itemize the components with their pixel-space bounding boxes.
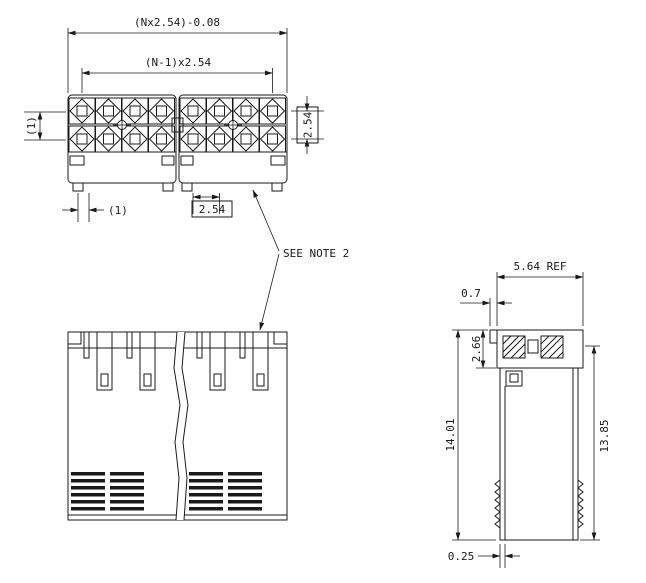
- contact-cell: [121, 97, 149, 125]
- note-label: SEE NOTE 2: [283, 247, 349, 260]
- note-callout: SEE NOTE 2: [252, 189, 349, 331]
- side-view: 5.64 REF 0.7 2.66 14.01 13.85: [444, 260, 611, 568]
- contact-cell: [95, 125, 122, 153]
- mount-tab: [162, 182, 174, 192]
- break-line: [181, 331, 189, 521]
- section-hatch: [540, 335, 564, 359]
- serration-edge: [494, 479, 501, 529]
- dim-left-ref-label: (1): [25, 116, 38, 136]
- side-lip: [489, 329, 498, 344]
- dim-width-ref-label: 5.64 REF: [514, 260, 567, 273]
- contact-cell: [121, 125, 149, 153]
- mount-tab: [72, 182, 84, 192]
- polarization-key: [171, 117, 184, 133]
- dim-row-pitch: 2.54: [291, 96, 324, 154]
- section-hatch: [502, 335, 526, 359]
- latch-slot: [252, 331, 269, 391]
- mount-tab: [271, 182, 283, 192]
- serration-panel: [110, 472, 144, 511]
- dim-top-height: 2.66: [452, 329, 496, 369]
- dim-box: [191, 200, 233, 218]
- contact-cell: [259, 97, 286, 125]
- contact-cell: [206, 125, 233, 153]
- dim-span: (N-1)x2.54: [81, 56, 273, 93]
- dim-span-label: (N-1)x2.54: [145, 56, 212, 69]
- break-line: [173, 331, 181, 521]
- contact-cell: [259, 125, 286, 153]
- dim-bottom-ref: (1): [62, 193, 128, 222]
- contact-cell: [179, 97, 207, 125]
- dim-height-right-label: 13.85: [598, 419, 611, 452]
- dim-bottom-ref-label: (1): [108, 204, 128, 217]
- side-body: [499, 367, 579, 541]
- top-view: (Nx2.54)-0.08 (N-1)x2.54 2.54 (1): [24, 16, 349, 331]
- dim-left-ref: (1): [24, 111, 66, 141]
- serration-panel: [189, 472, 223, 511]
- front-view: [67, 331, 288, 521]
- dim-lip: 0.7: [460, 287, 512, 326]
- latch-slot: [96, 331, 113, 391]
- serration-panel: [228, 472, 262, 511]
- dim-overall-width: (Nx2.54)-0.08: [67, 16, 288, 93]
- contact-cell: [179, 125, 207, 153]
- contact-cell: [68, 97, 96, 125]
- dim-row-pitch-label: 2.54: [302, 111, 315, 138]
- dim-overall-width-label: (Nx2.54)-0.08: [134, 16, 220, 29]
- dim-bottom-offset-label: 0.25: [448, 550, 475, 563]
- contact-cell: [232, 97, 260, 125]
- contact-cell: [148, 125, 175, 153]
- latch-slot: [209, 331, 226, 391]
- housing-right-block: [178, 94, 288, 184]
- serration-edge: [577, 479, 584, 529]
- dim-height-left: 14.01: [444, 329, 496, 541]
- latch-window: [505, 370, 523, 387]
- dim-box: [296, 106, 319, 144]
- dim-lip-label: 0.7: [461, 287, 481, 300]
- housing-left-block: [67, 94, 177, 184]
- contact-cell: [206, 97, 233, 125]
- dim-height-right: 13.85: [580, 345, 611, 541]
- break-gap: [174, 332, 188, 520]
- dim-height-left-label: 14.01: [444, 418, 457, 451]
- dim-bottom-offset: 0.25: [448, 544, 520, 568]
- latch-slot: [139, 331, 156, 391]
- contact-cell: [148, 97, 175, 125]
- dim-col-pitch-label: 2.54: [199, 203, 226, 216]
- serration-panel: [71, 472, 105, 511]
- contact-cell: [232, 125, 260, 153]
- mount-tab: [181, 182, 193, 192]
- contact-cell: [68, 125, 96, 153]
- dim-top-height-label: 2.66: [470, 336, 483, 363]
- dim-width-ref: 5.64 REF: [496, 260, 584, 326]
- contact-cell: [95, 97, 122, 125]
- dim-col-pitch: 2.54: [191, 193, 233, 218]
